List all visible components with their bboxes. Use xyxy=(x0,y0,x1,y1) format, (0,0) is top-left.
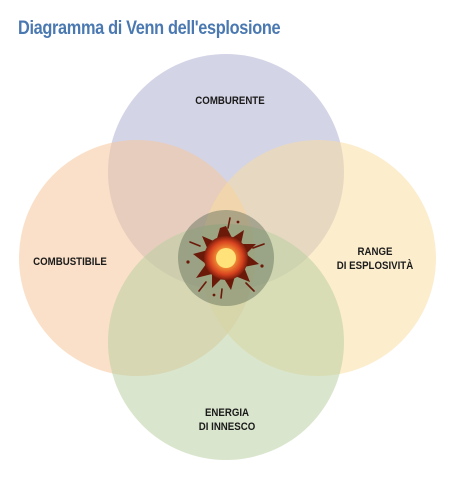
label-range-line2: DI ESPLOSIVITÀ xyxy=(336,260,414,272)
label-range: RANGE DI ESPLOSIVITÀ xyxy=(327,245,424,273)
label-comburente-text: COMBURENTE xyxy=(195,95,265,107)
label-energia-line2: DI INNESCO xyxy=(198,421,256,433)
label-comburente: COMBURENTE xyxy=(177,94,283,108)
label-combustibile: COMBUSTIBILE xyxy=(26,255,114,269)
page-title: Diagramma di Venn dell'esplosione xyxy=(18,18,281,39)
label-energia: ENERGIA DI INNESCO xyxy=(179,406,276,434)
label-combustibile-text: COMBUSTIBILE xyxy=(33,256,107,268)
circle-energia xyxy=(108,224,344,460)
label-range-line1: RANGE xyxy=(357,246,393,258)
label-energia-line1: ENERGIA xyxy=(204,407,250,419)
explosion-icon xyxy=(178,210,274,306)
